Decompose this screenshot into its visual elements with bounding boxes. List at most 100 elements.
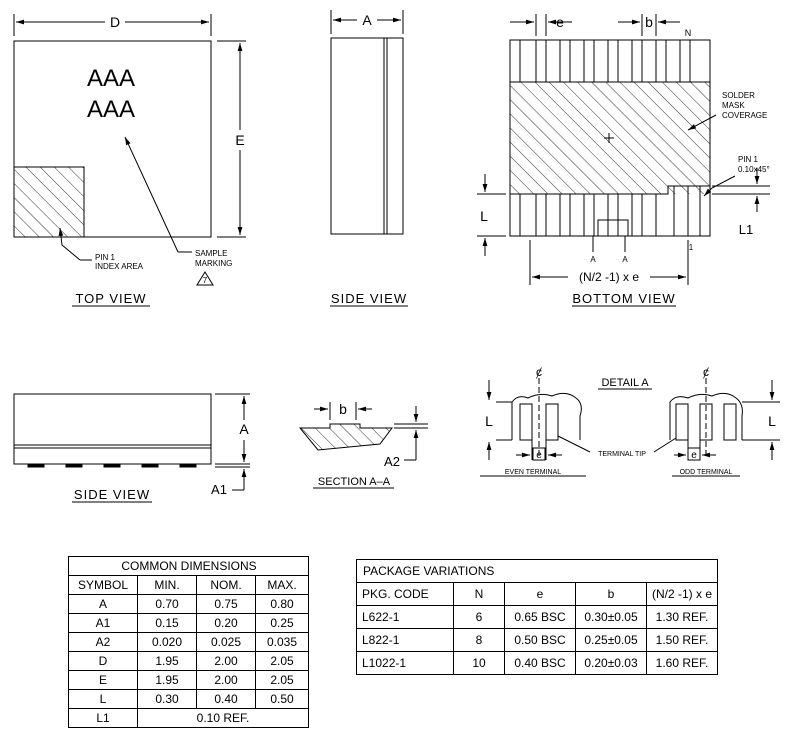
- marking-line-1: AAA: [87, 65, 135, 92]
- header-cell: (N/2 -1) x e: [645, 582, 719, 606]
- terminal-tip-label: TERMINAL TIP: [598, 451, 646, 458]
- side-view-upper: [330, 10, 408, 307]
- table-header-row: PKG. CODE N e b (N/2 -1) x e: [356, 582, 719, 606]
- pin1-index-label-1: PIN 1: [95, 253, 116, 262]
- section-dim-a2-label: A2: [384, 454, 400, 469]
- lower-dim-a1-label: A1: [211, 482, 227, 497]
- table-cell: 2.05: [255, 651, 309, 671]
- table-row: D 1.95 2.00 2.05: [68, 651, 309, 671]
- lower-dim-a-label: A: [239, 421, 249, 437]
- odd-terminal-label: ODD TERMINAL: [680, 469, 733, 476]
- section-a-a-title: SECTION A–A: [318, 476, 391, 488]
- header-cell: MIN.: [137, 575, 197, 595]
- odd-centerline-mark: ȼ: [703, 365, 709, 379]
- bottom-dim-l-label: L: [480, 208, 488, 224]
- table-cell: 0.15: [137, 613, 197, 633]
- even-terminal-label: EVEN TERMINAL: [505, 469, 561, 476]
- table-cell: 0.20: [196, 613, 256, 633]
- header-cell: NOM.: [196, 575, 256, 595]
- table-cell: 1.50 REF.: [645, 628, 719, 652]
- table-cell: 0.40: [196, 689, 256, 709]
- top-view-title: TOP VIEW: [75, 291, 146, 306]
- marking-line-2: AAA: [87, 96, 135, 123]
- table-cell: 10: [453, 651, 505, 675]
- package-variations-table: PACKAGE VARIATIONS PKG. CODE N e b (N/2 …: [355, 559, 719, 675]
- table-cell: L1022-1: [356, 651, 454, 675]
- side-view-lower: [13, 393, 250, 503]
- pin-one-label: 1: [689, 243, 694, 252]
- table-cell: 2.00: [196, 651, 256, 671]
- section-a-a: [298, 402, 428, 489]
- table-row: L1 0.10 REF.: [68, 708, 309, 728]
- table-header-row: SYMBOL MIN. NOM. MAX.: [68, 575, 309, 595]
- table-cell: A: [68, 594, 138, 614]
- pin-count-n-label: N: [685, 28, 692, 38]
- table-cell: 2.00: [196, 670, 256, 690]
- detail-dim-l-left: L: [485, 413, 493, 429]
- solder-mask-label-3: COVERAGE: [722, 111, 767, 120]
- detail-a: [480, 378, 780, 477]
- common-dimensions-title: COMMON DIMENSIONS: [68, 556, 309, 576]
- table-cell: 0.10 REF.: [137, 708, 309, 728]
- pin1-index-label-2: INDEX AREA: [95, 262, 144, 271]
- pitch-span-label: (N/2 -1) x e: [579, 270, 639, 284]
- sample-marking-label-1: SAMPLE: [195, 249, 227, 258]
- header-cell: b: [575, 582, 647, 606]
- terminal-lines: [519, 40, 701, 236]
- table-cell: L: [68, 689, 138, 709]
- table-cell: 1.60 REF.: [645, 651, 719, 675]
- dim-e-label: E: [235, 132, 244, 148]
- header-cell: PKG. CODE: [356, 582, 454, 606]
- side-dim-a-label: A: [362, 12, 372, 28]
- table-row: L 0.30 0.40 0.50: [68, 689, 309, 709]
- header-cell: MAX.: [255, 575, 309, 595]
- table-cell: 0.30: [137, 689, 197, 709]
- table-cell: 0.70: [137, 594, 197, 614]
- table-cell: A2: [68, 632, 138, 652]
- odd-box-e: e: [691, 450, 697, 461]
- bottom-dim-l1-label: L1: [739, 222, 753, 237]
- package-variations-title: PACKAGE VARIATIONS: [355, 559, 719, 583]
- side-view-lower-title: SIDE VIEW: [74, 487, 150, 502]
- table-cell: L822-1: [356, 628, 454, 652]
- table-row: A 0.70 0.75 0.80: [68, 594, 309, 614]
- table-cell: L622-1: [356, 605, 454, 629]
- table-cell: 0.025: [196, 632, 256, 652]
- table-cell: 0.25: [255, 613, 309, 633]
- table-cell: 0.40 BSC: [504, 651, 576, 675]
- solder-mask-label-1: SOLDER: [722, 91, 755, 100]
- table-cell: E: [68, 670, 138, 690]
- dim-d-label: D: [110, 14, 120, 30]
- table-cell: 0.50 BSC: [504, 628, 576, 652]
- table-cell: D: [68, 651, 138, 671]
- section-dim-b-label: b: [339, 401, 347, 417]
- sample-marking-label-2: MARKING: [195, 259, 232, 268]
- table-row: A1 0.15 0.20 0.25: [68, 613, 309, 633]
- section-mark-a-right: A: [622, 255, 628, 264]
- detail-dim-l-right: L: [768, 413, 776, 429]
- table-row: L622-1 6 0.65 BSC 0.30±0.05 1.30 REF.: [356, 605, 719, 629]
- table-cell: 0.25±0.05: [575, 628, 647, 652]
- pin1-chamfer-label-1: PIN 1: [738, 155, 759, 164]
- header-cell: N: [453, 582, 505, 606]
- table-cell: 0.30±0.05: [575, 605, 647, 629]
- side-view-upper-title: SIDE VIEW: [331, 291, 407, 306]
- table-cell: 0.75: [196, 594, 256, 614]
- table-cell: 0.035: [255, 632, 309, 652]
- table-cell: 8: [453, 628, 505, 652]
- bottom-dim-b-label: b: [645, 14, 653, 30]
- table-cell: L1: [68, 708, 138, 728]
- header-cell: e: [504, 582, 576, 606]
- detail-a-title: DETAIL A: [601, 377, 649, 389]
- table-row: L822-1 8 0.50 BSC 0.25±0.05 1.50 REF.: [356, 628, 719, 652]
- table-cell: 6: [453, 605, 505, 629]
- table-cell: 1.95: [137, 670, 197, 690]
- table-row: E 1.95 2.00 2.05: [68, 670, 309, 690]
- even-centerline-mark: ȼ: [536, 365, 542, 379]
- pin1-chamfer-label-2: 0.10x45°: [738, 165, 770, 174]
- bottom-view: [477, 14, 770, 307]
- note-number: 7: [203, 276, 208, 285]
- table-cell: 0.20±0.03: [575, 651, 647, 675]
- top-view: [13, 14, 246, 307]
